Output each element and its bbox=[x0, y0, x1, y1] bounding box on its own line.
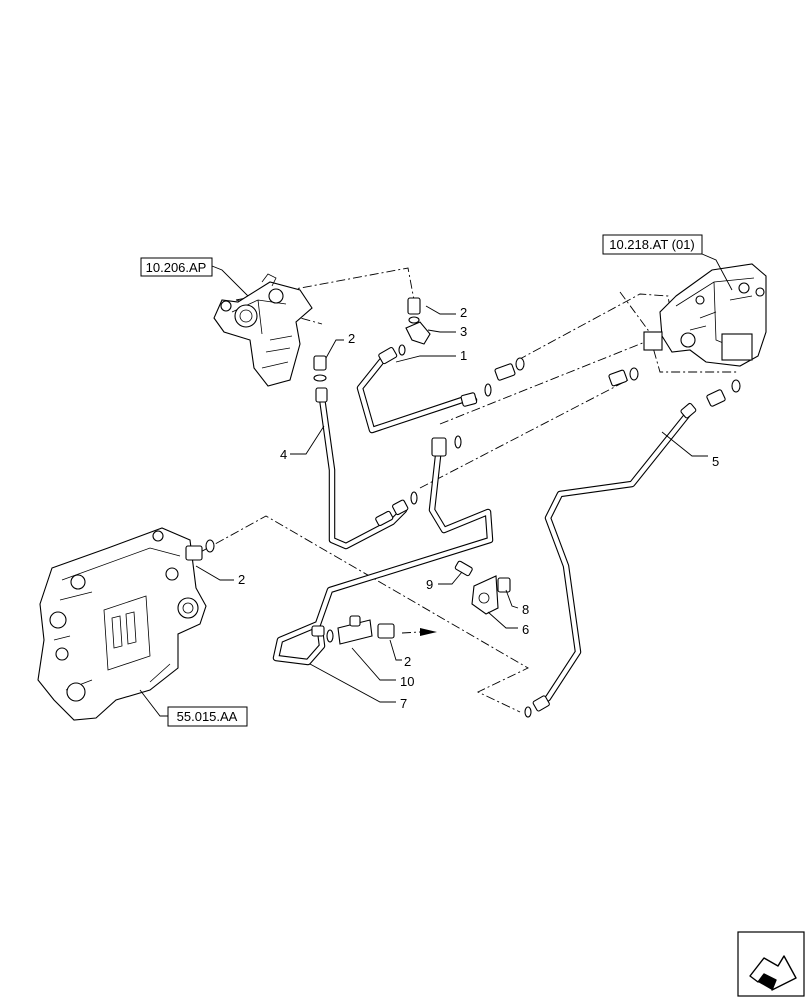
flow-arrow-icon bbox=[420, 628, 437, 636]
callout-4: 4 bbox=[280, 447, 287, 462]
ref-pump-label: 10.206.AP bbox=[146, 260, 207, 275]
callout-9: 9 bbox=[426, 577, 433, 592]
callout-7: 7 bbox=[400, 696, 407, 711]
callout-10: 10 bbox=[400, 674, 414, 689]
callout-6: 6 bbox=[522, 622, 529, 637]
pump-assembly bbox=[213, 273, 313, 387]
fittings bbox=[185, 297, 741, 718]
callout-8: 8 bbox=[522, 602, 529, 617]
callout-2b: 2 bbox=[348, 331, 355, 346]
pipe-4 bbox=[315, 387, 409, 550]
center-lines bbox=[185, 267, 738, 713]
ref-block[interactable]: 55.015.AA bbox=[167, 706, 248, 727]
valve-assembly bbox=[643, 263, 767, 367]
callout-2c: 2 bbox=[238, 572, 245, 587]
ref-valve[interactable]: 10.218.AT (01) bbox=[602, 234, 703, 255]
callouts: 2 3 2 1 4 5 2 9 8 6 2 10 7 bbox=[238, 305, 719, 711]
callout-2d: 2 bbox=[404, 654, 411, 669]
callout-1: 1 bbox=[460, 348, 467, 363]
ref-valve-label: 10.218.AT (01) bbox=[609, 237, 695, 252]
pipe-5 bbox=[532, 402, 697, 712]
callout-3: 3 bbox=[460, 324, 467, 339]
callout-5: 5 bbox=[712, 454, 719, 469]
pipe-7 bbox=[272, 437, 494, 666]
pipe-1 bbox=[356, 346, 478, 434]
callout-2a: 2 bbox=[460, 305, 467, 320]
next-page-arrow-icon[interactable] bbox=[737, 931, 805, 997]
ref-pump[interactable]: 10.206.AP bbox=[140, 257, 213, 277]
control-block bbox=[37, 527, 207, 721]
leader-lines bbox=[139, 253, 733, 717]
ref-block-label: 55.015.AA bbox=[177, 709, 238, 724]
